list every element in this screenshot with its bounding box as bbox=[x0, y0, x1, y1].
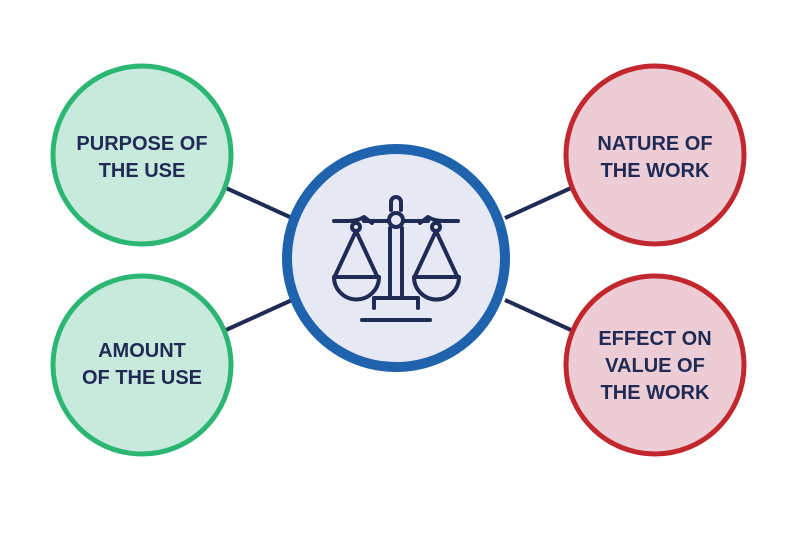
factor-label: THE WORK bbox=[601, 160, 710, 182]
factor-label: OF THE USE bbox=[82, 367, 202, 389]
factor-nature: NATURE OF THE WORK bbox=[563, 63, 747, 247]
factor-label: NATURE OF bbox=[597, 133, 712, 155]
factor-effect: EFFECT ON VALUE OF THE WORK bbox=[563, 273, 747, 457]
connector-purpose bbox=[225, 186, 293, 220]
factor-label: AMOUNT bbox=[98, 340, 186, 362]
connectors bbox=[225, 186, 572, 332]
factor-label: EFFECT ON bbox=[598, 328, 711, 350]
connector-amount bbox=[225, 298, 293, 332]
connector-nature bbox=[504, 186, 572, 220]
center-hub bbox=[282, 144, 510, 372]
connector-effect bbox=[504, 298, 572, 332]
factor-label: THE USE bbox=[99, 160, 186, 182]
factor-amount: AMOUNT OF THE USE bbox=[50, 273, 234, 457]
factor-label: PURPOSE OF bbox=[76, 133, 207, 155]
factor-purpose: PURPOSE OF THE USE bbox=[50, 63, 234, 247]
factor-label: VALUE OF bbox=[605, 355, 705, 377]
factor-label: THE WORK bbox=[601, 382, 710, 404]
scales-of-justice-icon bbox=[332, 195, 461, 322]
